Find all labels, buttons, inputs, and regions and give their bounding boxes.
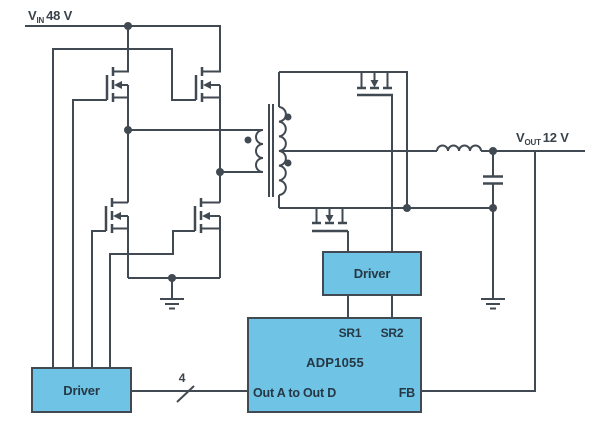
gate-wire-outd [109, 230, 195, 368]
ground-icon [481, 298, 505, 310]
sr-top-rail [279, 71, 408, 208]
sr-mosfet-top [279, 71, 408, 252]
bus-width-label: 4 [179, 371, 186, 385]
mosfet-arrow-icon [203, 81, 211, 89]
gate-drive-wires [52, 48, 196, 368]
pin-sr2-label: SR2 [381, 326, 404, 340]
output-filter [279, 144, 585, 310]
polarity-dot-icon [284, 159, 292, 167]
pin-fb-label: FB [399, 386, 415, 400]
bus-width-slash-icon [176, 385, 195, 403]
mosfet-q2-high-side-right [194, 67, 220, 102]
junction-dot-icon [403, 204, 411, 212]
vout-prefix: V [516, 130, 525, 145]
junction-dot-icon [489, 204, 497, 212]
feedback-loop [421, 151, 536, 392]
bridge-nodes [124, 85, 224, 282]
vin-rail [25, 22, 221, 73]
driver-right-label: Driver [354, 266, 391, 281]
gate-wire-outc [91, 230, 106, 368]
driver-block-right: Driver [322, 251, 422, 296]
center-tapped-transformer-icon [255, 129, 264, 173]
sr-driver-wires [347, 295, 393, 318]
vout-value: 12 V [543, 130, 569, 145]
q1-drain-wire [113, 26, 129, 73]
polarity-dot-icon [284, 113, 292, 121]
adp1055-box [247, 317, 422, 413]
mosfet-arrow-icon [370, 80, 379, 88]
mosfet-arrow-icon [113, 212, 121, 220]
transformer [128, 72, 292, 208]
sr-mosfet-bottom [279, 204, 493, 252]
controller-name: ADP1055 [306, 355, 364, 370]
vin-value: 48 V [46, 8, 72, 23]
vin-rail-wire [25, 25, 221, 73]
vin-sub: IN [36, 16, 44, 25]
driver-left-label: Driver [63, 383, 100, 398]
mosfet-q3-low-side-left [104, 198, 128, 233]
mosfet-q1-high-side-left [105, 26, 129, 102]
primary-ground [160, 278, 184, 310]
driver-block-left: Driver [31, 367, 132, 413]
mosfet-arrow-icon [202, 212, 210, 220]
transformer-core [268, 104, 274, 197]
vin-prefix: V [28, 8, 37, 23]
out-bus: 4 [131, 371, 248, 403]
ground-icon [160, 298, 184, 310]
controller-block: SR1 SR2 ADP1055 Out A to Out D FB [247, 317, 422, 413]
vout-sub: OUT [524, 138, 541, 147]
pin-sr1-label: SR1 [339, 326, 362, 340]
fb-wire [421, 151, 536, 392]
pin-out-range-label: Out A to Out D [253, 386, 336, 400]
mosfet-arrow-icon [325, 215, 334, 223]
mosfet-arrow-icon [114, 81, 122, 89]
driver-box-left [31, 367, 132, 413]
gate-wire-outa [52, 48, 196, 368]
polarity-dot-icon [244, 136, 252, 144]
junction-dot-icon [489, 147, 497, 155]
driver-box-right [322, 251, 422, 296]
gate-wire-outb [72, 99, 107, 368]
capacitor-icon [483, 175, 503, 185]
inductor-icon [436, 144, 482, 152]
mosfet-q4-low-side-right [193, 198, 220, 233]
